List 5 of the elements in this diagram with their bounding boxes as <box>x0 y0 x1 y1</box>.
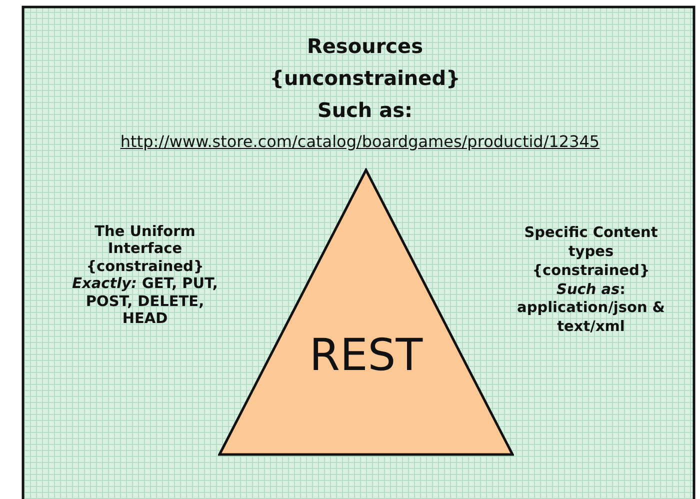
url-link: http://www.store.com/catalog/boardgames/productid/12345 <box>120 132 600 151</box>
heading: Resources {unconstrained} Such as: <box>268 33 462 124</box>
constraint-text: The Uniform Interface {constrained} Exactly: GET, PUT, POST, DELETE, HEAD <box>71 224 219 328</box>
constraint-text: Specific Content types {constrained} Such as: application/json & text/xml <box>516 224 666 338</box>
node-label: REST <box>308 330 424 381</box>
